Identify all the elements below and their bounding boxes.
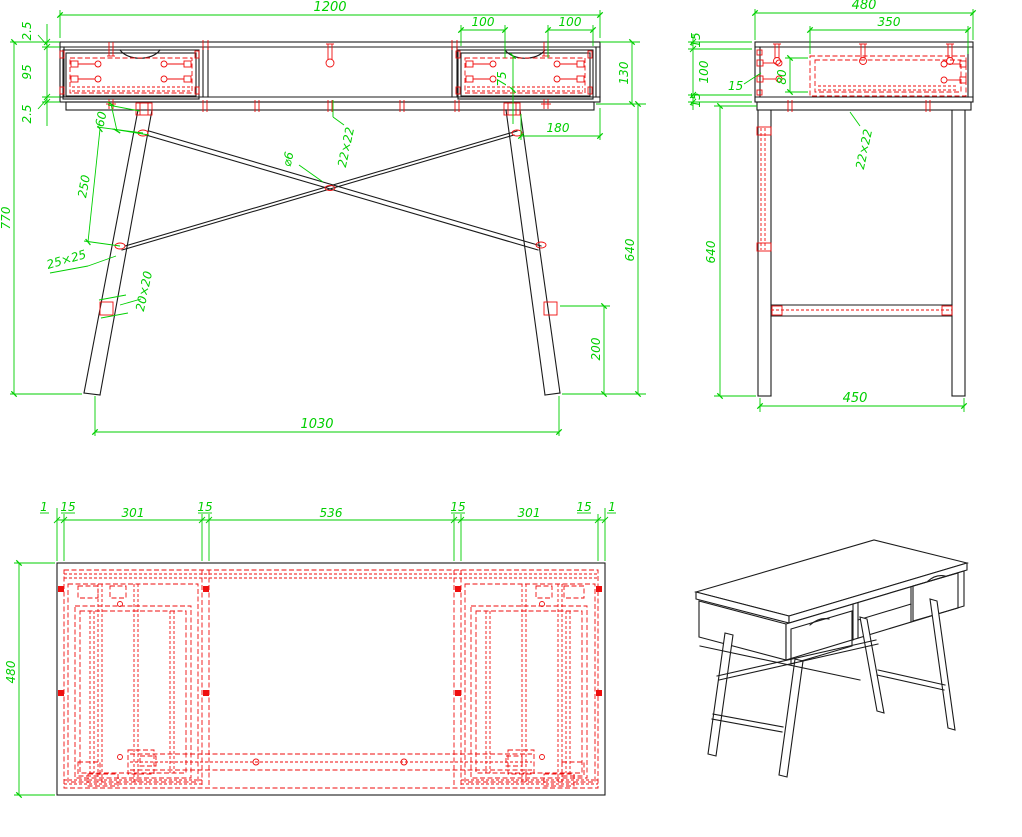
dim-front-overall-height: 770 <box>0 206 13 229</box>
dim-side-wall-thickness: 15 <box>728 79 743 93</box>
dim-bottom-gap-left: 15 <box>60 500 75 514</box>
drawer-handle-notch <box>504 49 546 59</box>
bottom-stretcher <box>127 749 535 775</box>
front-right-leg <box>505 109 561 396</box>
iso-right-drawer <box>912 572 959 622</box>
bottom-left-drawer-assembly <box>67 583 199 787</box>
iso-shelf-back-edge <box>857 603 912 621</box>
iso-left-drawer <box>790 610 853 665</box>
dim-bottom-edge-right: 1 <box>608 500 616 514</box>
dim-side-bottom-edge: 15 <box>689 92 703 107</box>
dim-bottom-center-width: 536 <box>320 506 343 520</box>
dim-front-handle-left: 100 <box>472 15 495 29</box>
iso-body <box>698 570 965 665</box>
dim-front-drawer-inner: 75 <box>495 71 509 86</box>
dim-bottom-left-drawer-width: 301 <box>122 506 145 520</box>
dim-front-top-box-height: 130 <box>617 61 631 84</box>
front-cross-braces <box>121 130 542 251</box>
front-left-leg <box>83 109 153 396</box>
dim-bottom-partition-left: 15 <box>197 500 212 514</box>
drawer-handle-notch <box>119 49 161 59</box>
bottom-leg-mounts <box>58 586 602 696</box>
side-body <box>754 41 974 111</box>
iso-left-drawer-handle <box>809 618 830 626</box>
dim-side-top-edge: 15 <box>689 32 703 47</box>
dim-front-leg-inset: 180 <box>547 121 570 135</box>
side-legs <box>757 109 966 397</box>
dim-front-feet-span: 1030 <box>300 417 333 432</box>
label-front-brace-diameter: ⌀6 <box>280 150 297 168</box>
dim-bottom-right-drawer-width: 301 <box>518 506 541 520</box>
dim-bottom-edge-left: 1 <box>40 500 48 514</box>
dim-side-panel-height: 100 <box>697 60 711 83</box>
front-left-drawer <box>62 49 200 100</box>
dim-bottom-total-depth: 480 <box>4 660 18 683</box>
side-dimensions: 480 350 15 100 15 15 80 22×22 640 450 <box>688 0 977 412</box>
dim-front-top-thickness: 2.5 <box>20 21 34 40</box>
bottom-outline <box>56 562 606 796</box>
front-view: 1200 100 100 2.5 95 2.5 770 130 75 180 6… <box>0 0 646 436</box>
iso-stretchers <box>699 639 946 733</box>
dim-side-total-depth: 480 <box>852 0 877 13</box>
bottom-view: 1 15 301 15 536 15 301 15 1 480 <box>4 500 616 799</box>
dim-bottom-gap-right: 15 <box>576 500 591 514</box>
dim-side-leg-height: 640 <box>704 240 718 263</box>
dim-front-brace-spacing: 250 <box>75 173 93 198</box>
iso-legs <box>707 598 956 778</box>
dim-bottom-partition-right: 15 <box>450 500 465 514</box>
dim-side-drawer-height: 80 <box>775 69 789 85</box>
label-front-foot-section: 20×20 <box>133 270 155 313</box>
label-front-apron-section: 22×22 <box>335 126 357 169</box>
dim-front-brace-offset: 60 <box>93 110 110 128</box>
label-side-apron-section: 22×22 <box>853 128 875 171</box>
side-view: 480 350 15 100 15 15 80 22×22 640 450 <box>688 0 977 412</box>
front-dimensions: 1200 100 100 2.5 95 2.5 770 130 75 180 6… <box>0 0 646 436</box>
dim-front-leg-height: 640 <box>623 238 637 261</box>
dim-front-bottom-thickness: 2.5 <box>20 104 34 123</box>
dim-front-total-width: 1200 <box>313 0 346 15</box>
bottom-right-drawer-assembly <box>464 583 596 787</box>
front-right-drawer <box>457 49 594 100</box>
dim-side-drawer-depth: 350 <box>878 15 901 29</box>
label-front-leg-section: 25×25 <box>45 247 88 272</box>
front-hardware <box>59 40 593 316</box>
dim-side-feet-span: 450 <box>843 391 868 406</box>
dim-front-drawer-height: 95 <box>20 64 34 79</box>
iso-tabletop <box>693 539 970 624</box>
isometric-view <box>693 539 970 778</box>
iso-right-drawer-handle <box>927 575 946 582</box>
dim-front-foot-brace-height: 200 <box>589 337 603 360</box>
dim-front-handle-right: 100 <box>559 15 582 29</box>
front-apron <box>65 101 595 111</box>
bottom-dimensions: 1 15 301 15 536 15 301 15 1 480 <box>4 500 616 799</box>
side-hardware <box>756 43 967 316</box>
apron-fasteners <box>135 100 521 116</box>
